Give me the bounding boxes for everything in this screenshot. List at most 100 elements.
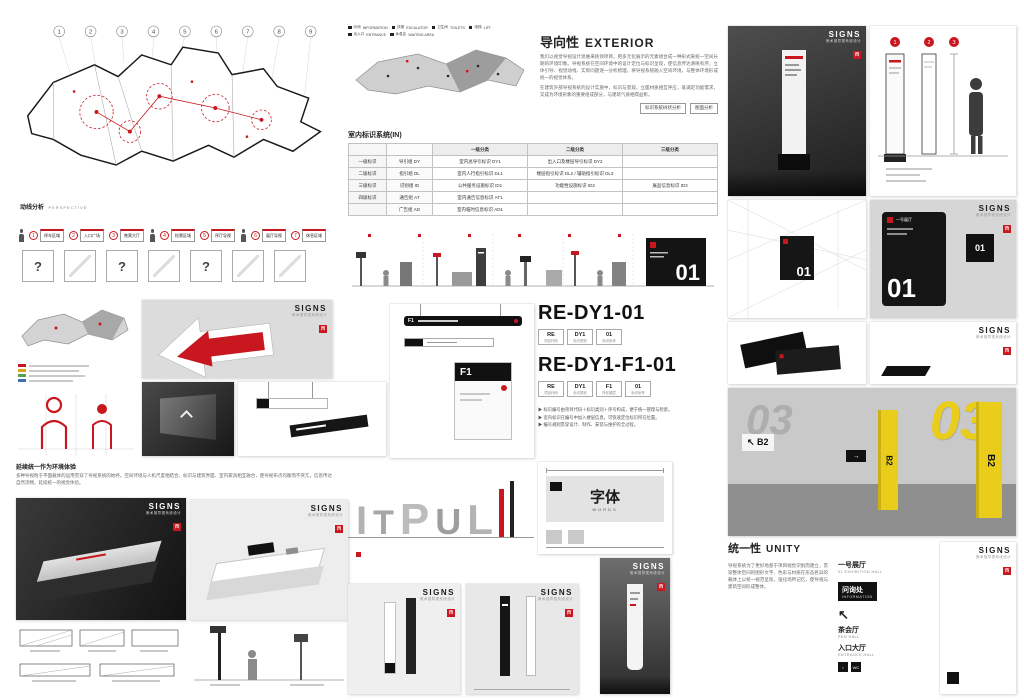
sign-face: 一号展厅 01: [882, 212, 946, 306]
wall-word-en: WORDS: [592, 507, 618, 512]
sign-hall-title: 一号展厅: [896, 217, 912, 222]
directory-bar-sign: F1: [404, 316, 522, 326]
svg-text:4: 4: [152, 30, 156, 36]
direction-sign: ↖ B2: [742, 434, 774, 451]
site-plan-svg: [355, 49, 525, 95]
signs-logo: SIGNS 美术馆导视系统设计 西: [538, 588, 573, 620]
direction-arrow: ↖: [838, 607, 849, 622]
signs-logo-title: SIGNS: [632, 562, 665, 571]
totem-render-dark: SIGNS 美术馆导视系统设计 西: [728, 26, 866, 196]
zoning-plan-panel: [16, 302, 136, 388]
signs-logo-title: SIGNS: [294, 304, 327, 313]
concept-square: [64, 250, 96, 282]
step-label: 停车区域: [40, 229, 64, 242]
signs-logo-tagline: 美术馆导视系统设计: [307, 513, 343, 518]
svg-text:6: 6: [215, 30, 219, 36]
sign-code-2: RE-DY1-F1-01: [538, 354, 677, 376]
legend-swatch: [18, 379, 26, 382]
naming-note: ▶ 标识编号由项目代码＋标识类别＋序号构成，便于统一管理与检索。: [538, 407, 673, 412]
hanger-rod: [500, 304, 501, 316]
arrow-graphic-tile: SIGNS 美术馆导视系统设计 西: [142, 300, 332, 378]
svg-text:7: 7: [246, 30, 249, 36]
legend-row: [18, 364, 134, 367]
signs-logo-seal: 西: [319, 325, 327, 334]
logo-square: [947, 672, 959, 684]
exterior-title-en: EXTERIOR: [585, 36, 655, 50]
door-block: [568, 530, 584, 544]
svg-text:9: 9: [309, 30, 312, 36]
step-number: 4: [160, 231, 169, 240]
signs-logo-seal: 西: [335, 525, 343, 534]
hanging-sign: [256, 398, 328, 409]
step-label: 检票区域: [171, 229, 195, 242]
legend-swatch: [18, 369, 26, 372]
unity-title-en: UNITY: [766, 544, 801, 555]
garage-column: B2: [878, 410, 898, 510]
dimension-line: [546, 468, 664, 473]
signs-logo: SIGNS 美术馆导视系统设计 西: [976, 546, 1011, 578]
signs-logo-title: SIGNS: [978, 204, 1011, 213]
elevation-strip: 01: [348, 226, 718, 300]
signs-logo-seal: 西: [853, 51, 861, 60]
letter-volume-panel: I T P U L: [348, 460, 534, 580]
flag-sign-floor: F1: [455, 363, 511, 381]
floor-shadow: [728, 170, 866, 196]
unity-title-cn: 统一性: [728, 543, 761, 555]
directory-bar-sign-2: [404, 338, 494, 347]
garage-floor: [728, 484, 1016, 536]
letter-form: I: [356, 499, 368, 543]
unity-section: 统一性 UNITY 导视系统为了更好地基于项目视觉识别而建立，贯穿整体空间的图形…: [728, 540, 928, 694]
ground-line: [546, 547, 664, 548]
zoning-legend: [16, 359, 136, 387]
parking-scene: 03 03 ↖ B2 → B2 B2: [728, 388, 1016, 536]
naming-note: ▶ 室内标识在编号中加入楼层信息，可快速定位标识所在位置。: [538, 414, 660, 420]
letter-form: U: [435, 501, 462, 543]
exterior-title-cn: 导向性: [540, 35, 580, 50]
wireframe-svg: 01: [728, 200, 866, 318]
sign-text-line: [887, 233, 907, 235]
sign-text-line: [630, 592, 640, 594]
sign-accent-bar: [630, 604, 636, 606]
signs-logo-title: SIGNS: [540, 588, 573, 597]
signs-logo-seal: 西: [1003, 567, 1011, 576]
letter-lineup: I T P U L: [348, 460, 534, 543]
svg-text:1: 1: [893, 40, 896, 46]
plan-caption: 动线分析 PERSPECTIVE: [20, 196, 87, 214]
plan-caption-cn: 动线分析: [20, 205, 45, 211]
svg-text:5: 5: [183, 30, 187, 36]
step-label: 序厅导视: [211, 229, 235, 242]
signs-logo: SIGNS 美术馆导视系统设计 西: [292, 304, 327, 336]
concept-square: ?: [106, 250, 138, 282]
exterior-paragraph-2: 在建筑外部导视系统的设计实施中，标识与景观、立面材质相互呼应，既满足功能需求，又…: [540, 84, 718, 97]
signs-logo-tagline: 美术馆导视系统设计: [975, 335, 1011, 340]
svg-text:2: 2: [927, 40, 930, 46]
svg-text:8: 8: [278, 30, 282, 36]
letter-form: T: [373, 503, 394, 542]
sign-cube: 01: [966, 234, 994, 262]
signs-logo: SIGNS 美术馆导视系统设计 西: [976, 204, 1011, 236]
zoning-plan-svg: [21, 309, 129, 347]
signs-logo-seal: 西: [565, 609, 573, 618]
dim-tick: [663, 468, 664, 473]
pictogram-svg: [18, 394, 134, 456]
card-mockup-tile: [728, 322, 866, 384]
exterior-paragraph-1: 我们以视觉导视设计思维来统领项目，把多元化展示的元素组合成一种形式来统一空间长期…: [540, 54, 718, 80]
photo-wall: [160, 394, 216, 440]
sign-text-line: [502, 604, 508, 606]
arrow-chip: →: [846, 450, 866, 462]
